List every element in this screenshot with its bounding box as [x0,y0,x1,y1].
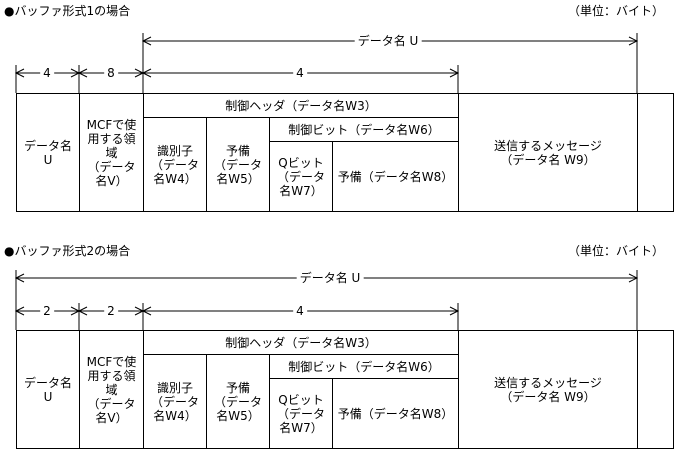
cell-identifier: 識別子 （データ 名W4） [143,354,207,449]
cell-reserve-1: 予備 （データ 名W5） [206,354,270,449]
cell-message: 送信するメッセージ （データ名 W9） [458,93,638,212]
cell-reserve-2: 予備（データ名W8） [332,378,459,449]
cell-mcf-area: MCFで使 用する領 域 （データ 名V） [79,330,144,449]
dimension-lines [14,270,639,330]
length-label-a: 2 [40,304,54,318]
span-label: データ名 U [354,34,422,48]
cell-control-bits: 制御ビット（データ名W6） [269,354,459,379]
format-table: データ名 U MCFで使 用する領 域 （データ 名V） 制御ヘッダ（データ名W… [16,330,674,449]
buffer-format-2: ●バッファ形式2の場合 （単位：バイト） データ名 U 2 2 4 データ名 U… [0,240,676,455]
length-label-b: 8 [104,66,118,80]
cell-trailer [637,330,674,449]
cell-data-name: データ名 U [16,330,80,449]
format-heading: ●バッファ形式1の場合 [4,4,131,18]
length-label-c: 4 [293,66,307,80]
cell-control-header: 制御ヘッダ（データ名W3） [143,93,459,118]
cell-qbit: Qビット （データ 名W7） [269,378,333,449]
buffer-format-1: ●バッファ形式1の場合 （単位：バイト） データ名 U 4 8 4 データ名 U [0,0,676,225]
cell-qbit: Qビット （データ 名W7） [269,141,333,212]
cell-message: 送信するメッセージ （データ名 W9） [458,330,638,449]
cell-data-name: データ名 U [16,93,80,212]
cell-control-bits: 制御ビット（データ名W6） [269,117,459,142]
cell-reserve-1: 予備 （データ 名W5） [206,117,270,212]
format-heading: ●バッファ形式2の場合 [4,244,131,258]
length-label-a: 4 [40,66,54,80]
dimension-lines [14,33,639,93]
cell-mcf-area: MCFで使 用する領 域 （データ 名V） [79,93,144,212]
cell-identifier: 識別子 （データ 名W4） [143,117,207,212]
format-table: データ名 U MCFで使 用する領 域 （データ 名V） 制御ヘッダ（データ名W… [16,93,674,212]
length-label-c: 4 [293,304,307,318]
span-label: データ名 U [296,271,364,285]
unit-note: （単位：バイト） [567,244,664,258]
cell-reserve-2: 予備（データ名W8） [332,141,459,212]
length-label-b: 2 [104,304,118,318]
cell-trailer [637,93,674,212]
unit-note: （単位：バイト） [567,4,664,18]
cell-control-header: 制御ヘッダ（データ名W3） [143,330,459,355]
